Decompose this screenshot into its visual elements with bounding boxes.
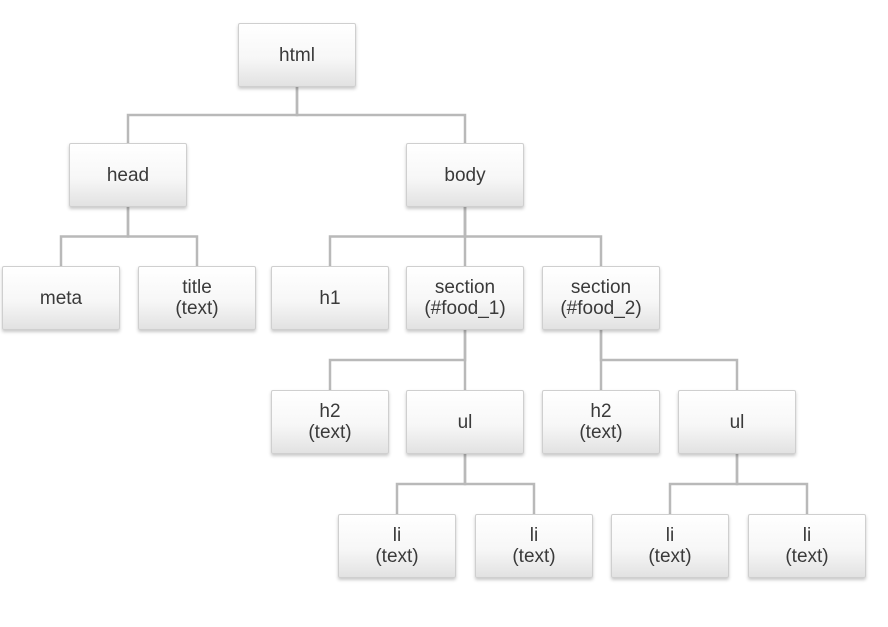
edge-html-head bbox=[126, 87, 299, 143]
node-li-2-sub: (text) bbox=[512, 546, 556, 567]
node-section-food-2-sub: (#food_2) bbox=[560, 298, 642, 319]
edge-ul1-li1 bbox=[395, 454, 467, 514]
edge-section1-h2a bbox=[328, 330, 467, 390]
edge-section2-ul2 bbox=[599, 330, 739, 390]
node-ul-food-1: ul bbox=[406, 390, 524, 454]
node-li-3-label: li bbox=[665, 525, 675, 546]
edge-html-body bbox=[295, 87, 467, 143]
node-meta: meta bbox=[2, 266, 120, 330]
node-li-3: li (text) bbox=[611, 514, 729, 578]
node-li-1-sub: (text) bbox=[375, 546, 419, 567]
node-h2-food-2-label: h2 bbox=[590, 401, 612, 422]
node-ul-food-1-label: ul bbox=[457, 411, 473, 433]
node-li-2: li (text) bbox=[475, 514, 593, 578]
node-h1-label: h1 bbox=[319, 287, 341, 309]
node-title: title (text) bbox=[138, 266, 256, 330]
node-h2-food-1: h2 (text) bbox=[271, 390, 389, 454]
node-li-4-label: li bbox=[802, 525, 812, 546]
node-html-label: html bbox=[279, 44, 315, 66]
node-h2-food-2-sub: (text) bbox=[579, 422, 623, 443]
node-section-food-1-sub: (#food_1) bbox=[424, 298, 506, 319]
edge-body-h1 bbox=[328, 207, 467, 266]
edge-head-meta bbox=[59, 207, 130, 266]
node-body: body bbox=[406, 143, 524, 207]
node-h2-food-2: h2 (text) bbox=[542, 390, 660, 454]
node-li-1: li (text) bbox=[338, 514, 456, 578]
edge-ul2-li3 bbox=[668, 454, 739, 514]
node-li-2-label: li bbox=[529, 525, 539, 546]
edge-head-title bbox=[126, 207, 199, 266]
node-section-food-2-label: section bbox=[570, 277, 632, 298]
node-head: head bbox=[69, 143, 187, 207]
edge-ul1-li2 bbox=[463, 454, 536, 514]
node-li-4-sub: (text) bbox=[785, 546, 829, 567]
node-ul-food-2: ul bbox=[678, 390, 796, 454]
node-li-4: li (text) bbox=[748, 514, 866, 578]
node-head-label: head bbox=[106, 164, 150, 186]
node-h1: h1 bbox=[271, 266, 389, 330]
node-meta-label: meta bbox=[39, 287, 83, 309]
node-ul-food-2-label: ul bbox=[729, 411, 745, 433]
node-li-1-label: li bbox=[392, 525, 402, 546]
node-title-label: title bbox=[182, 277, 212, 298]
node-li-3-sub: (text) bbox=[648, 546, 692, 567]
node-section-food-1: section (#food_1) bbox=[406, 266, 524, 330]
edge-body-section2 bbox=[463, 207, 603, 266]
node-section-food-1-label: section bbox=[434, 277, 496, 298]
edge-ul2-li4 bbox=[735, 454, 809, 514]
node-h2-food-1-label: h2 bbox=[319, 401, 341, 422]
node-body-label: body bbox=[444, 164, 486, 186]
node-title-sub: (text) bbox=[175, 298, 219, 319]
node-h2-food-1-sub: (text) bbox=[308, 422, 352, 443]
node-section-food-2: section (#food_2) bbox=[542, 266, 660, 330]
node-html: html bbox=[238, 23, 356, 87]
